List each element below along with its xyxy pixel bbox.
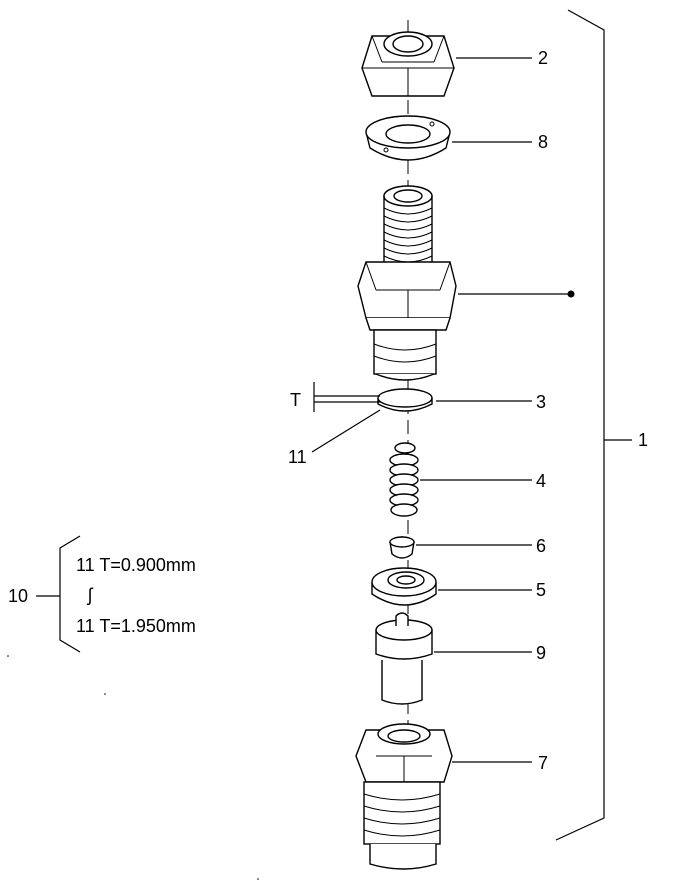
callout-11: 11 bbox=[288, 447, 307, 467]
callout-8: 8 bbox=[538, 132, 548, 152]
callout-9: 9 bbox=[536, 643, 546, 663]
part-nut-top bbox=[361, 31, 455, 97]
part-nut-bottom bbox=[355, 723, 453, 870]
part-disc bbox=[371, 567, 437, 606]
leader-body-dot bbox=[567, 290, 575, 298]
part-nozzle bbox=[375, 612, 433, 705]
callout-5: 5 bbox=[536, 580, 546, 600]
scan-speck bbox=[7, 655, 9, 657]
part-holder-body bbox=[357, 185, 457, 381]
callout-T: T bbox=[290, 390, 301, 410]
part-shim bbox=[377, 388, 433, 412]
part-pin bbox=[389, 536, 415, 559]
callout-2: 2 bbox=[538, 48, 548, 68]
shim-range-glyph: ʃ bbox=[86, 585, 94, 605]
scan-speck bbox=[257, 878, 259, 880]
leader-11 bbox=[311, 409, 381, 453]
part-spring bbox=[389, 442, 419, 517]
callout-7: 7 bbox=[538, 753, 548, 773]
callout-4: 4 bbox=[536, 471, 546, 491]
note-bracket bbox=[59, 535, 81, 653]
assembly-bracket bbox=[555, 9, 605, 841]
callout-1: 1 bbox=[638, 430, 648, 450]
callout-6: 6 bbox=[536, 536, 546, 556]
callout-3: 3 bbox=[536, 392, 546, 412]
part-washer bbox=[365, 115, 451, 161]
scan-speck bbox=[104, 693, 106, 695]
shim-min-note: 11 T=0.900mm bbox=[76, 555, 196, 575]
shim-max-note: 11 T=1.950mm bbox=[76, 616, 196, 636]
callout-10: 10 bbox=[8, 586, 28, 606]
